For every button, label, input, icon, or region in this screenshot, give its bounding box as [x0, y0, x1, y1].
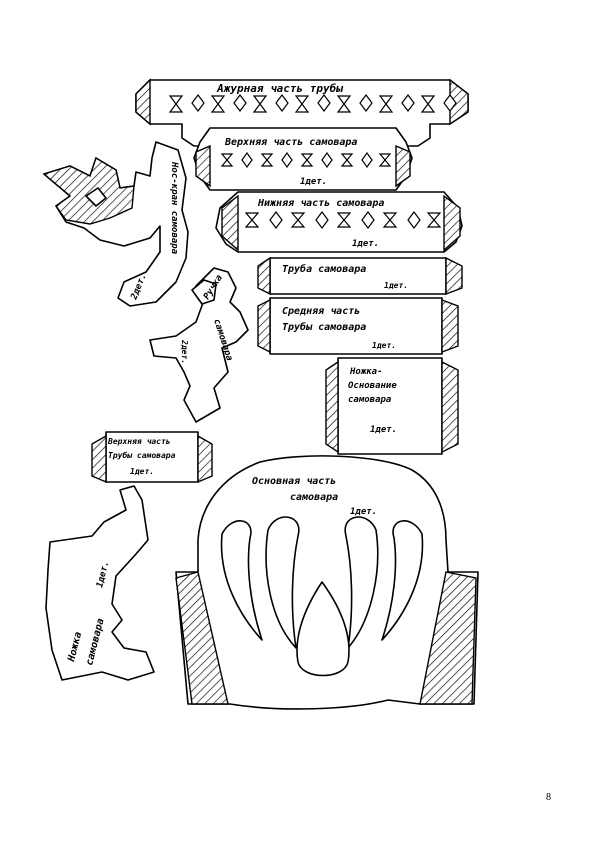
middle-pipe-piece: Средняя часть Трубы самовара 1дет.: [257, 297, 459, 355]
leg-base-title-3: самовара: [348, 395, 392, 405]
leg-base-title-1: Ножка-: [349, 367, 383, 377]
middle-pipe-title-1: Средняя часть: [282, 306, 360, 317]
main-body-title-1: Основная часть: [252, 476, 336, 487]
spout-piece: Нос-кран самовара 2дет.: [42, 141, 189, 307]
main-body-count: 1дет.: [350, 507, 377, 517]
upper-pipe-title-1: Верхняя часть: [107, 437, 171, 446]
main-body-cutouts: [220, 516, 424, 677]
openwork-ornament-row: [168, 94, 457, 113]
upper-pipe-piece: Верхняя часть Трубы самовара 1дет.: [91, 431, 213, 484]
lower-part-piece: Нижняя часть самовара 1дет.: [215, 191, 463, 253]
pipe-piece: Труба самовара 1дет.: [257, 256, 463, 296]
upper-pipe-count: 1дет.: [130, 467, 154, 476]
leg-base-count: 1дет.: [370, 425, 397, 435]
lower-part-ornament-row: [244, 211, 442, 229]
handle-piece: Ручка самовара 2дет.: [149, 267, 249, 423]
main-body-title-2: самовара: [290, 492, 338, 503]
openwork-pipe-title: Ажурная часть трубы: [216, 82, 344, 95]
upper-part-ornament-row: [220, 151, 392, 169]
handle-count: 2дет.: [180, 339, 189, 364]
upper-pipe-title-2: Трубы самовара: [108, 450, 176, 460]
middle-pipe-title-2: Трубы самовара: [282, 321, 366, 333]
upper-part-piece: Верхняя часть самовара 1дет.: [193, 127, 413, 191]
pipe-count: 1дет.: [384, 281, 408, 290]
main-body-piece: Основная часть самовара 1дет.: [175, 455, 479, 710]
leg-base-piece: Ножка- Основание самовара 1дет.: [325, 357, 459, 455]
leg-piece: Ножка самовара 1дет.: [45, 485, 155, 681]
pipe-title: Труба самовара: [282, 263, 366, 275]
middle-pipe-count: 1дет.: [372, 341, 396, 350]
upper-part-count: 1дет.: [300, 177, 327, 187]
lower-part-title: Нижняя часть самовара: [257, 198, 384, 209]
lower-part-count: 1дет.: [352, 239, 379, 249]
page-number: 8: [546, 792, 551, 803]
upper-part-title: Верхняя часть самовара: [224, 137, 357, 148]
leg-base-title-2: Основание: [348, 381, 397, 391]
spout-title: Нос-кран самовара: [169, 161, 179, 255]
